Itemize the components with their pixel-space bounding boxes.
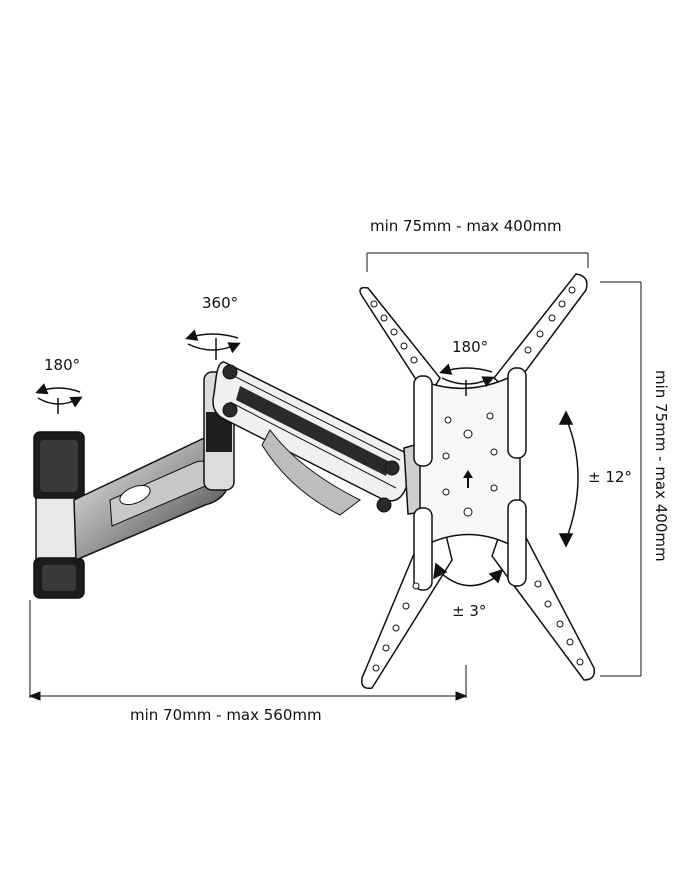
tilt-arc-arrow-icon: [558, 410, 579, 548]
plate-width-label: min 75mm - max 400mm: [370, 217, 562, 235]
upper-arm: [212, 361, 415, 516]
extension-label: min 70mm - max 560mm: [130, 706, 322, 724]
level-label: ± 3°: [452, 602, 487, 620]
vesa-plate: [359, 273, 596, 690]
dimension-extension: [28, 600, 468, 701]
dimension-plate-height: [600, 281, 642, 677]
level-arc-arrow-icon: [433, 562, 504, 587]
head-swivel-label: 180°: [452, 338, 489, 356]
dimension-plate-width: [366, 252, 589, 272]
plate-height-label: min 75mm - max 400mm: [652, 370, 670, 562]
tilt-label: ± 12°: [588, 468, 632, 486]
wall-swivel-label: 180°: [44, 356, 81, 374]
rotation-arrow-icon: [185, 329, 241, 360]
swivel-arrow-icon: [35, 383, 83, 414]
up-arrow-icon: [463, 470, 473, 488]
swivel-arrow-icon: [439, 363, 495, 396]
arm-rotation-label: 360°: [202, 294, 239, 312]
wall-plate: [33, 431, 85, 599]
